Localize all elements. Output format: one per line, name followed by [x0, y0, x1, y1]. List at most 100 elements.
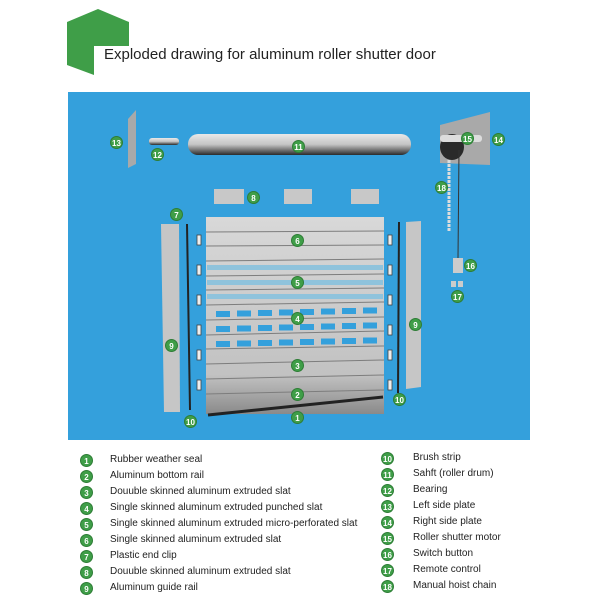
legend-label: Single skinned aluminum extruded slat [110, 534, 282, 545]
switch-cable [457, 149, 460, 259]
legend-label: Aluminum bottom rail [110, 470, 204, 481]
callout-badge: 3 [291, 359, 304, 372]
legend-label: Brush strip [413, 452, 461, 463]
legend-number-badge: 15 [381, 532, 394, 545]
plastic-end-clip [387, 234, 393, 246]
brush-strip-left [186, 223, 191, 411]
plastic-end-clip [196, 379, 202, 391]
plastic-end-clip [196, 294, 202, 306]
plastic-end-clip [196, 234, 202, 246]
punched-hole [300, 309, 314, 315]
legend-label: Single skinned aluminum extruded micro-p… [110, 518, 358, 529]
punched-hole [342, 323, 356, 329]
legend-number-badge: 11 [381, 468, 394, 481]
punched-hole [279, 309, 293, 316]
punched-hole [300, 339, 314, 345]
bearing [149, 138, 179, 145]
callout-badge: 10 [393, 393, 406, 406]
punched-hole [363, 322, 377, 329]
legend-number-badge: 6 [80, 534, 93, 547]
plastic-end-clip [387, 349, 393, 361]
brand-logo [67, 9, 129, 75]
punched-hole [258, 310, 272, 316]
callout-badge: 5 [291, 276, 304, 289]
guide-rail-left [161, 224, 180, 412]
remote-control-2 [458, 281, 463, 287]
callout-badge: 11 [292, 140, 305, 153]
legend-label: Left side plate [413, 500, 476, 511]
plastic-end-clip [387, 294, 393, 306]
callout-badge: 16 [464, 259, 477, 272]
legend-number-badge: 3 [80, 486, 93, 499]
punched-hole [258, 325, 272, 331]
punched-hole [237, 310, 251, 317]
guide-rail-right [406, 221, 421, 389]
punched-hole [216, 311, 230, 317]
punched-hole [216, 326, 230, 332]
legend-number-badge: 8 [80, 566, 93, 579]
callout-badge: 9 [409, 318, 422, 331]
legend-label: Single skinned aluminum extruded punched… [110, 502, 323, 513]
plastic-end-clip [196, 264, 202, 276]
legend-number-badge: 13 [381, 500, 394, 513]
legend-label: Manual hoist chain [413, 580, 497, 591]
legend-label: Douuble skinned aluminum extruded slat [110, 486, 291, 497]
legend-label: Plastic end clip [110, 550, 177, 561]
legend-label: Switch button [413, 548, 474, 559]
legend-label: Remote control [413, 564, 481, 575]
rubber-weather-seal [207, 395, 384, 417]
punched-hole [363, 307, 377, 314]
end-slat [284, 189, 312, 204]
punched-hole [321, 323, 335, 330]
punched-hole [342, 308, 356, 314]
plastic-end-clip [387, 264, 393, 276]
legend-label: Right side plate [413, 516, 482, 527]
callout-badge: 15 [461, 132, 474, 145]
punched-hole [342, 338, 356, 344]
punched-hole [216, 341, 230, 347]
punched-hole [321, 338, 335, 345]
end-slat [214, 189, 244, 204]
callout-badge: 12 [151, 148, 164, 161]
legend-label: Sahft (roller drum) [413, 468, 494, 479]
plastic-end-clip [387, 324, 393, 336]
legend-label: Douuble skinned aluminum extruded slat [110, 566, 291, 577]
callout-badge: 10 [184, 415, 197, 428]
legend-number-badge: 17 [381, 564, 394, 577]
legend-number-badge: 5 [80, 518, 93, 531]
callout-badge: 8 [247, 191, 260, 204]
callout-badge: 1 [291, 411, 304, 424]
legend-number-badge: 7 [80, 550, 93, 563]
legend-label: Bearing [413, 484, 448, 495]
end-slat [351, 189, 379, 204]
callout-badge: 7 [170, 208, 183, 221]
plastic-end-clip [196, 324, 202, 336]
legend-label: Aluminum guide rail [110, 582, 198, 593]
callout-badge: 9 [165, 339, 178, 352]
callout-badge: 4 [291, 312, 304, 325]
punched-hole [279, 339, 293, 346]
callout-badge: 6 [291, 234, 304, 247]
legend-number-badge: 10 [381, 452, 394, 465]
punched-hole [279, 324, 293, 331]
punched-hole [258, 340, 272, 346]
punched-hole [321, 308, 335, 315]
page-title: Exploded drawing for aluminum roller shu… [104, 46, 436, 63]
callout-badge: 2 [291, 388, 304, 401]
punched-hole [237, 340, 251, 347]
legend-label: Roller shutter motor [413, 532, 501, 543]
legend-number-badge: 9 [80, 582, 93, 595]
callout-badge: 14 [492, 133, 505, 146]
legend-number-badge: 14 [381, 516, 394, 529]
brush-strip-right [397, 221, 400, 394]
legend-number-badge: 18 [381, 580, 394, 593]
plastic-end-clip [387, 379, 393, 391]
callout-badge: 18 [435, 181, 448, 194]
callout-badge: 17 [451, 290, 464, 303]
legend-number-badge: 2 [80, 470, 93, 483]
left-side-plate [128, 110, 136, 168]
legend-number-badge: 1 [80, 454, 93, 467]
plastic-end-clip [196, 349, 202, 361]
punched-hole [237, 325, 251, 332]
callout-badge: 13 [110, 136, 123, 149]
